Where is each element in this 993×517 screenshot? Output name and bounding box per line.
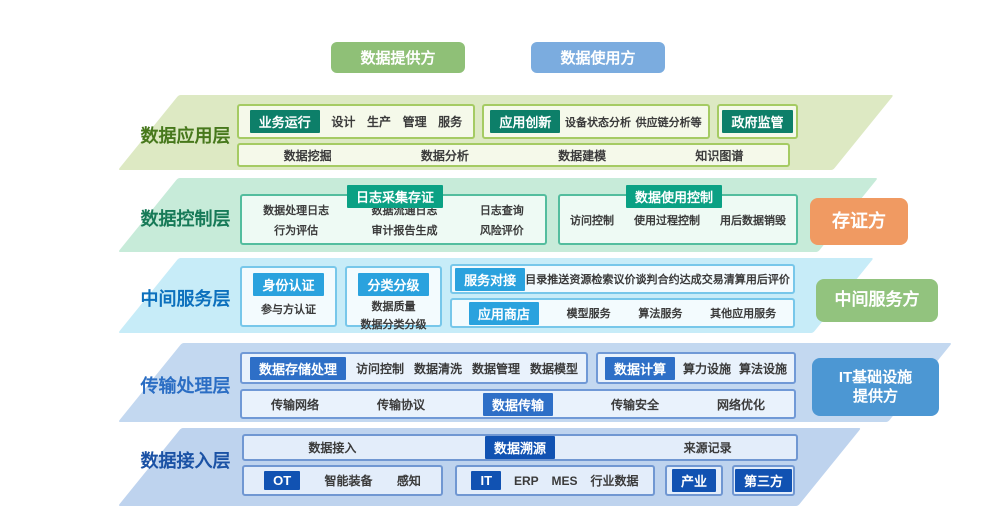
- layer-middle-label: 中间服务层: [140, 289, 231, 309]
- box-data-compute: 数据计算 算力设施 算法设施: [596, 352, 796, 384]
- box-service-docking: 服务对接 目录推送 资源检索 议价谈判 合约达成 交易清算 用后评价: [450, 264, 795, 294]
- tab-data-transmission: 数据传输: [482, 392, 553, 416]
- label-price-negotiation: 议价谈判: [613, 274, 658, 286]
- box-classification: 分类分级 数据质量 数据分类分级: [345, 266, 442, 331]
- tab-service-docking: 服务对接: [455, 267, 526, 291]
- box-identity-auth: 身份认证 参与方认证: [240, 266, 337, 327]
- label-algorithm-service: 算法服务: [638, 308, 683, 320]
- box-data-trace: 数据接入 数据溯源 来源记录: [242, 434, 798, 461]
- tab-identity-auth: 身份认证: [253, 273, 324, 296]
- label-management: 管理: [402, 115, 427, 129]
- label-service: 服务: [438, 115, 463, 129]
- box-third-party: 第三方: [732, 465, 795, 496]
- tab-data-provenance: 数据溯源: [484, 436, 555, 459]
- label-access-control-2: 访问控制: [355, 361, 404, 376]
- tab-industry: 产业: [671, 469, 716, 492]
- label-risk-evaluation: 风险评价: [479, 224, 524, 237]
- label-access-control: 访问控制: [570, 214, 614, 227]
- label-knowledge-graph: 知识图谱: [695, 148, 744, 163]
- tab-ot: OT: [264, 471, 301, 490]
- box-gov-regulation: 政府监管: [717, 104, 798, 139]
- label-participant-auth: 参与方认证: [261, 304, 316, 316]
- label-supply-chain-analysis: 供应链分析等: [635, 116, 702, 129]
- label-transmission-protocol: 传输协议: [376, 397, 425, 412]
- tab-data-compute: 数据计算: [604, 356, 675, 380]
- label-data-analysis: 数据分析: [420, 148, 469, 163]
- tab-app-innovation: 应用创新: [490, 110, 561, 133]
- label-production: 生产: [366, 115, 391, 129]
- label-post-use-evaluation: 用后评价: [745, 274, 790, 286]
- label-network-optimization: 网络优化: [716, 397, 765, 412]
- box-app-innovation: 应用创新 设备状态分析 供应链分析等: [482, 104, 710, 139]
- label-data-access: 数据接入: [308, 441, 357, 455]
- it-infra-line2: 提供方: [852, 388, 898, 405]
- intermediary-party-button: 中间服务方: [816, 279, 938, 322]
- box-industry: 产业: [665, 465, 723, 496]
- tab-data-storage-processing: 数据存储处理: [249, 356, 346, 380]
- layer-access-label: 数据接入层: [140, 451, 231, 471]
- label-model-service: 模型服务: [566, 308, 611, 320]
- box-data-transmission: 传输网络 传输协议 数据传输 传输安全 网络优化: [240, 389, 796, 419]
- label-mes: MES: [551, 473, 578, 488]
- tab-third-party: 第三方: [734, 469, 792, 492]
- tab-usage-control: 数据使用控制: [626, 185, 723, 208]
- label-device-status-analysis: 设备状态分析: [565, 116, 631, 129]
- tab-it: IT: [471, 471, 502, 490]
- label-compute-facility: 算力设施: [682, 361, 731, 376]
- layer-control-label: 数据控制层: [140, 209, 231, 229]
- label-data-management: 数据管理: [471, 361, 520, 376]
- box-usage-control: 数据使用控制 访问控制 使用过程控制 用后数据销毁: [558, 185, 798, 245]
- tab-business-operation: 业务运行: [249, 110, 320, 133]
- tab-app-store: 应用商店: [468, 301, 539, 325]
- label-data-classification: 数据分类分级: [360, 319, 427, 331]
- label-contract-conclusion: 合约达成: [657, 274, 702, 286]
- label-data-model: 数据模型: [529, 361, 578, 376]
- label-data-quality: 数据质量: [371, 301, 416, 313]
- it-infra-line1: IT基础设施: [838, 368, 913, 386]
- box-ot: OT 智能装备 感知: [242, 465, 443, 496]
- label-data-modeling: 数据建模: [558, 148, 607, 163]
- box-log-collection: 日志采集存证 数据处理日志 行为评估 数据流通日志 审计报告生成 日志查询 风险…: [240, 185, 547, 245]
- label-industry-data: 行业数据: [590, 474, 639, 488]
- label-resource-search: 资源检索: [569, 274, 614, 286]
- tab-classification: 分类分级: [358, 273, 429, 296]
- it-infrastructure-provider-button: IT基础设施 提供方: [812, 358, 939, 416]
- tab-gov-regulation: 政府监管: [722, 110, 793, 133]
- label-post-use-destruction: 用后数据销毁: [720, 214, 786, 227]
- layer-app-label: 数据应用层: [140, 126, 231, 146]
- box-it: IT ERP MES 行业数据: [455, 465, 655, 496]
- label-transmission-network: 传输网络: [270, 397, 319, 412]
- label-source-record: 来源记录: [683, 441, 732, 455]
- legend-data-provider: 数据提供方: [331, 42, 465, 73]
- tab-log-collection: 日志采集存证: [347, 185, 444, 208]
- legend-data-consumer: 数据使用方: [531, 42, 665, 73]
- notary-party-button: 存证方: [810, 198, 908, 245]
- label-catalog-push: 目录推送: [525, 274, 570, 286]
- label-transmission-security: 传输安全: [610, 397, 659, 412]
- box-data-storage-processing: 数据存储处理 访问控制 数据清洗 数据管理 数据模型: [240, 352, 588, 384]
- label-data-processing-log: 数据处理日志: [263, 204, 330, 217]
- label-data-cleaning: 数据清洗: [413, 361, 462, 376]
- label-behavior-evaluation: 行为评估: [274, 224, 319, 237]
- layer-transport-label: 传输处理层: [140, 376, 231, 396]
- label-audit-report-generation: 审计报告生成: [371, 224, 438, 237]
- box-app-store: 应用商店 模型服务 算法服务 其他应用服务: [450, 298, 795, 328]
- box-business-operation: 业务运行 设计 生产 管理 服务: [237, 104, 475, 139]
- label-other-app-service: 其他应用服务: [710, 308, 777, 320]
- label-data-mining: 数据挖掘: [283, 148, 332, 163]
- label-design: 设计: [331, 115, 356, 129]
- label-sensing: 感知: [396, 474, 421, 488]
- label-algorithm-facility: 算法设施: [738, 361, 787, 376]
- label-usage-process-control: 使用过程控制: [634, 214, 700, 227]
- box-app-capabilities: 数据挖掘 数据分析 数据建模 知识图谱: [237, 143, 790, 167]
- label-trade-clearing: 交易清算: [701, 274, 746, 286]
- label-erp: ERP: [513, 473, 539, 488]
- label-log-query: 日志查询: [479, 204, 524, 217]
- label-intelligent-equipment: 智能装备: [324, 474, 373, 488]
